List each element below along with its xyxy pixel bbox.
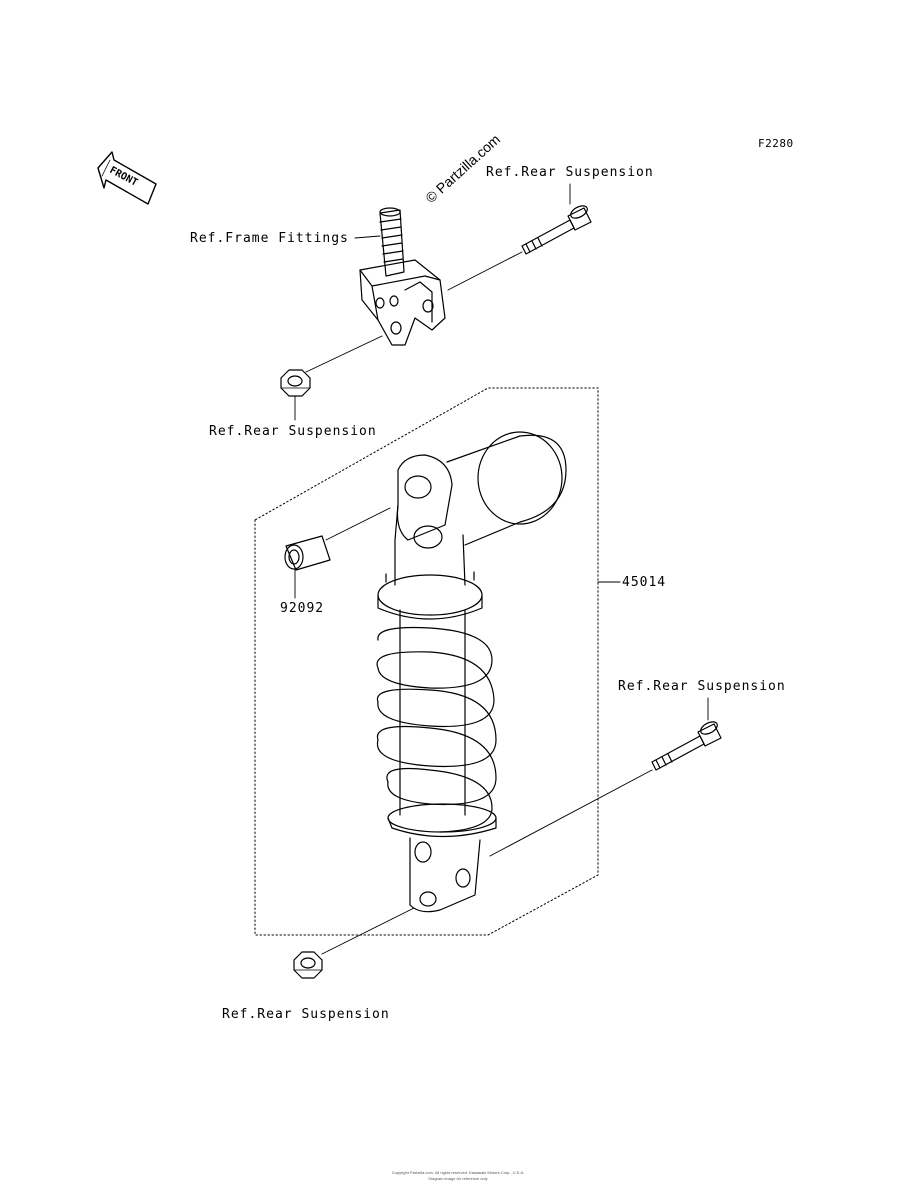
footer-line-1: Copyright Partzilla.com. All rights rese… <box>391 1170 525 1175</box>
label-frame-fittings: Ref.Frame Fittings <box>190 231 349 246</box>
part-number-92092: 92092 <box>280 601 325 616</box>
frame-bracket <box>359 207 446 346</box>
top-nut <box>280 369 311 397</box>
collar <box>284 535 331 571</box>
lower-bolt <box>651 721 722 771</box>
diagram-code: F2280 <box>758 137 794 150</box>
assembly-outline <box>254 387 599 936</box>
front-arrow-label: FRONT <box>108 165 140 189</box>
label-rear-suspension-left: Ref.Rear Suspension <box>209 424 377 439</box>
lower-nut <box>293 951 323 979</box>
front-arrow-icon: FRONT <box>97 151 157 205</box>
shock-absorber <box>376 431 567 913</box>
label-rear-suspension-bottom: Ref.Rear Suspension <box>222 1007 390 1022</box>
label-rear-suspension-right: Ref.Rear Suspension <box>618 679 786 694</box>
footer-line-2: Diagram image for reference only <box>428 1176 488 1181</box>
top-bolt <box>521 205 592 255</box>
part-number-45014: 45014 <box>622 575 667 590</box>
label-rear-suspension-top: Ref.Rear Suspension <box>486 165 654 180</box>
